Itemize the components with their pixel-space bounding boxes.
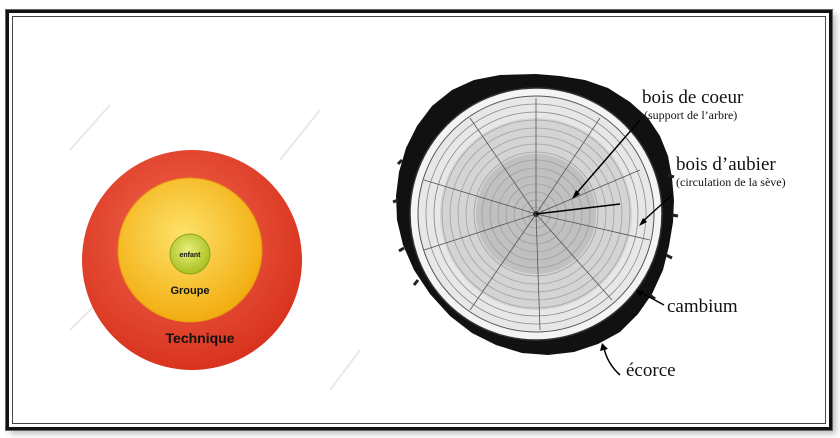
heartwood-subtitle: (support de l’arbre) [644,108,737,122]
bark-leader [604,348,620,375]
sapwood-subtitle: (circulation de la sève) [676,175,786,189]
tree-cross-section [393,74,678,355]
middle-label: Groupe [170,285,209,297]
sapwood-title: bois d’aubier [676,154,776,175]
cambium-label: cambium [667,296,738,317]
inner-label: enfant [180,252,202,259]
concentric-diagram: enfant Groupe Technique [82,150,302,370]
outer-label: Technique [166,330,235,346]
bark-label: écorce [626,360,676,381]
heartwood-title: bois de coeur [642,87,744,108]
